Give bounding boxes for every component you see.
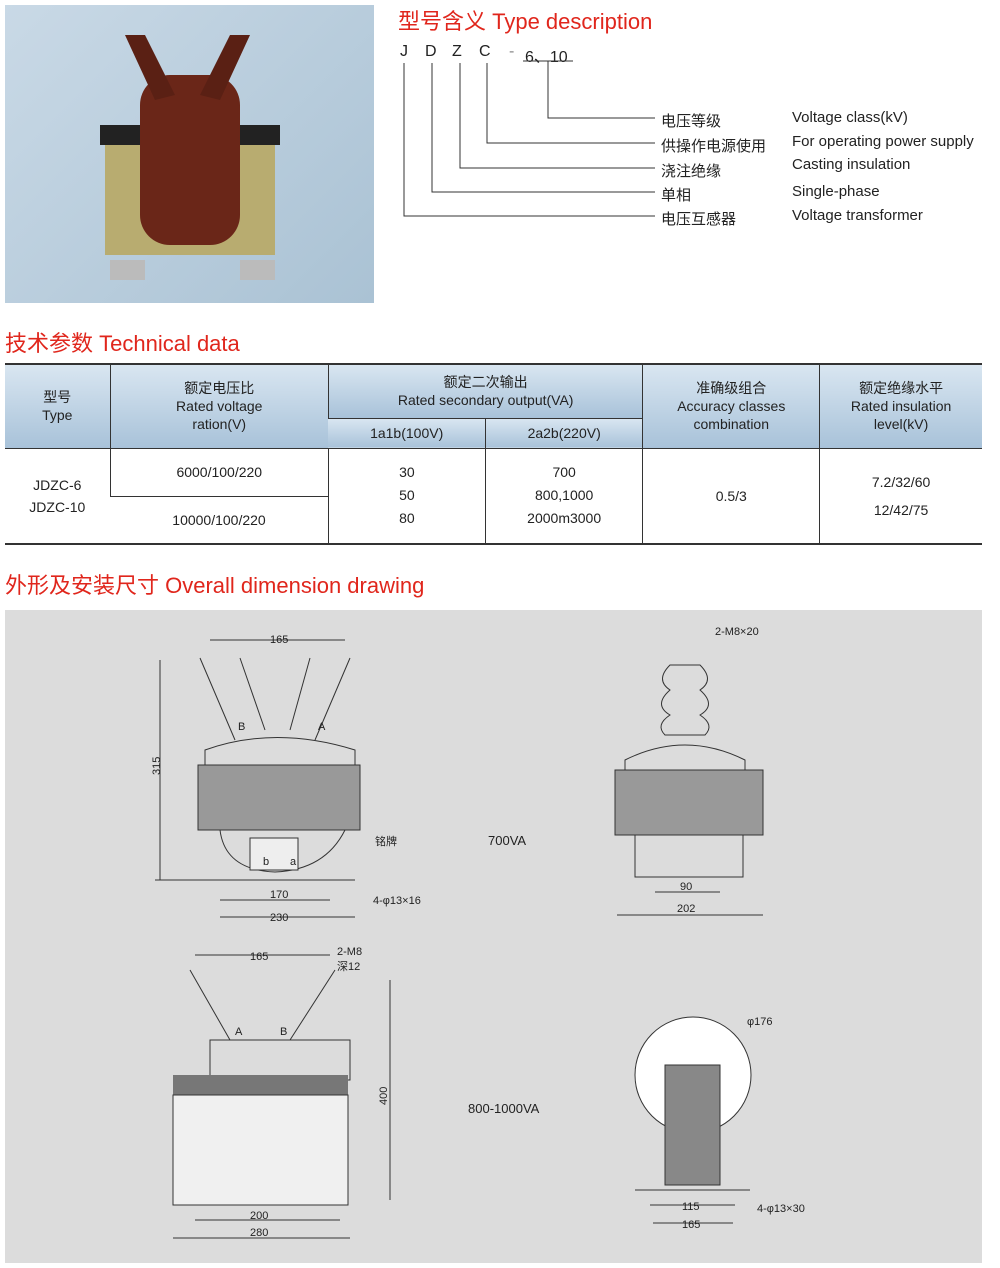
holes-label: 4-φ13×30: [757, 1203, 805, 1215]
depth-label: 深12: [337, 960, 360, 973]
header-en: Rated secondary output(VA): [397, 392, 574, 409]
bushing-b: B: [280, 1026, 287, 1038]
header-en: Rated insulation level(kV): [850, 398, 952, 433]
meaning-en: Casting insulation: [792, 156, 911, 173]
ratio-value: 10000/100/220: [172, 511, 266, 528]
dim-400: 400: [378, 1087, 390, 1105]
out1-value: 50: [399, 487, 415, 504]
dimension-title: 外形及安装尺寸 Overall dimension drawing: [5, 573, 425, 598]
code-leader-lines: [403, 60, 655, 217]
bolt-label: 2-M8×20: [715, 626, 759, 638]
out2-value: 700: [552, 464, 576, 481]
dimension-drawing-svg: 165 315 B A b a 铭牌 4-φ13×16 170 230 700V…: [151, 626, 805, 1239]
dim-202: 202: [677, 903, 695, 915]
meaning-cn: 电压互感器: [661, 211, 737, 228]
header-cn: 型号: [43, 389, 72, 406]
meaning-en: Single-phase: [792, 183, 880, 200]
meaning-cn: 单相: [661, 187, 692, 204]
technical-data-title: 技术参数 Technical data: [5, 331, 240, 356]
header-cn: 额定二次输出: [443, 374, 528, 391]
front-view-700va: 165 315 B A b a 铭牌 4-φ13×16 170 230 700V…: [151, 634, 526, 924]
code-letter: Z: [452, 43, 462, 60]
code-dash: -: [509, 43, 515, 60]
terminal-a: a: [290, 856, 297, 868]
bushing-b: B: [238, 721, 245, 733]
meaning-en: For operating power supply: [792, 133, 974, 150]
header-en: Type: [42, 407, 73, 424]
nameplate-label: 铭牌: [375, 834, 397, 848]
out2-value: 800,1000: [534, 487, 594, 504]
dim-315: 315: [151, 757, 163, 775]
terminal-b: b: [263, 856, 269, 868]
insulation-value: 7.2/32/60: [871, 473, 931, 490]
dia-label: φ176: [747, 1016, 773, 1028]
bushing-a: A: [235, 1026, 243, 1038]
dim-165: 165: [270, 634, 288, 646]
holes-label: 4-φ13×16: [373, 895, 421, 907]
dim-165: 165: [250, 951, 268, 963]
header-out1: 1a1b(100V): [328, 417, 486, 448]
code-suffix: 6、10: [525, 49, 568, 66]
meaning-cn: 电压等级: [661, 113, 722, 130]
dimension-drawing: 165 315 B A b a 铭牌 4-φ13×16 170 230 700V…: [5, 610, 982, 1263]
bushing-a: A: [318, 721, 326, 733]
dim-200: 200: [250, 1210, 268, 1222]
meaning-en: Voltage transformer: [792, 207, 923, 224]
dim-280: 280: [250, 1227, 268, 1239]
dim-230: 230: [270, 912, 288, 924]
meaning-cn: 浇注绝缘: [661, 163, 722, 180]
front-view-800-1000va: 165 2-M8 深12 A B 400 200 280 800-1000VA: [172, 946, 540, 1239]
transformer-image: [100, 35, 280, 280]
header-out2: 2a2b(220V): [484, 417, 643, 448]
product-photo: [5, 5, 374, 303]
meaning-cn: 供操作电源使用: [661, 138, 767, 155]
header-en: Rated voltage ration(V): [176, 398, 263, 433]
side-view-800-1000va: φ176 115 165 4-φ13×30: [634, 1016, 805, 1231]
dim-115: 115: [682, 1201, 700, 1213]
header-cn: 额定绝缘水平: [859, 380, 944, 397]
accuracy-value: 0.5/3: [642, 448, 820, 544]
out1-value: 80: [399, 510, 415, 527]
type-value: JDZC-10: [29, 498, 86, 515]
type-description-title: 型号含义 Type description: [398, 9, 653, 34]
header-en: Accuracy classes combination: [677, 398, 786, 433]
type-value: JDZC-6: [33, 476, 82, 493]
insulation-value: 12/42/75: [873, 501, 929, 518]
dim-170: 170: [270, 889, 288, 901]
out2-value: 2000m3000: [527, 510, 602, 527]
code-letter: D: [425, 43, 437, 60]
model-700va-label: 700VA: [488, 833, 526, 848]
out1-value: 30: [399, 464, 415, 481]
dim-90: 90: [680, 881, 692, 893]
code-letter: J: [400, 43, 408, 60]
bolt-label: 2-M8: [337, 946, 362, 958]
code-letter: C: [479, 43, 491, 60]
side-view-700va: 2-M8×20 90 202: [614, 626, 764, 916]
header-cn: 额定电压比: [184, 380, 255, 397]
dim-165: 165: [682, 1219, 700, 1231]
ratio-value: 6000/100/220: [109, 448, 329, 497]
model-800-1000va-label: 800-1000VA: [468, 1101, 540, 1116]
meaning-en: Voltage class(kV): [792, 109, 908, 126]
header-cn: 准确级组合: [696, 380, 767, 397]
